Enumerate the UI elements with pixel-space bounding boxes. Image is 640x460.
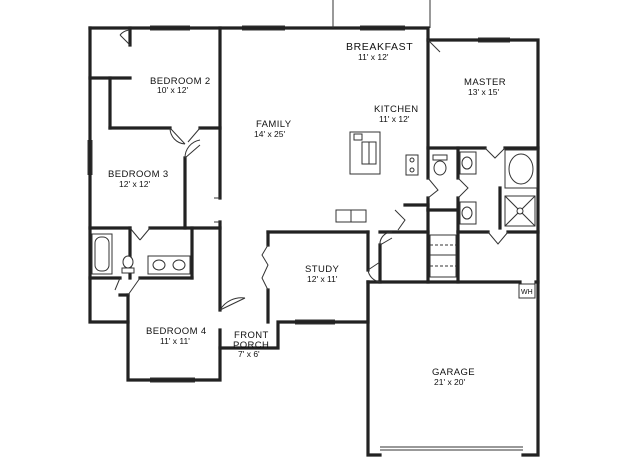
kitchen-name: KITCHEN xyxy=(374,104,419,115)
study-name: STUDY xyxy=(305,264,339,275)
stove xyxy=(405,154,419,176)
porch-dim: 7' x 6' xyxy=(238,349,260,359)
family-dim: 14' x 25' xyxy=(254,129,286,139)
master-shower xyxy=(504,195,536,227)
bathtub-hall xyxy=(91,233,113,275)
fridge xyxy=(335,209,367,223)
master-dim: 13' x 15' xyxy=(468,87,500,97)
master-bathtub xyxy=(504,149,538,189)
master-toilet xyxy=(432,154,448,176)
porch-name-2: PORCH xyxy=(233,340,269,351)
bedroom2-name: BEDROOM 2 xyxy=(150,76,211,87)
room-label-study: STUDY 12' x 11' xyxy=(305,264,339,284)
porch-name-1: FRONT xyxy=(234,330,269,341)
bedroom4-name: BEDROOM 4 xyxy=(146,326,207,337)
room-label-master: MASTER 13' x 15' xyxy=(464,77,506,97)
room-label-breakfast: BREAKFAST 11' x 12' xyxy=(346,41,413,62)
toilet-hall xyxy=(121,255,135,274)
top-vent-lines xyxy=(332,0,431,28)
pantry-shelves xyxy=(429,234,457,278)
room-label-kitchen: KITCHEN 11' x 12' xyxy=(374,104,419,124)
room-label-family: FAMILY 14' x 25' xyxy=(254,119,292,139)
bedroom3-name: BEDROOM 3 xyxy=(108,169,169,180)
bedroom3-dim: 12' x 12' xyxy=(119,179,151,189)
master-name: MASTER xyxy=(464,77,506,88)
room-label-bedroom4: BEDROOM 4 11' x 11' xyxy=(146,326,207,346)
breakfast-name: BREAKFAST xyxy=(346,41,413,53)
study-dim: 12' x 11' xyxy=(307,274,338,284)
kitchen-island xyxy=(349,131,381,175)
exterior-walls xyxy=(88,26,540,457)
room-label-bedroom2: BEDROOM 2 10' x 12' xyxy=(150,76,211,95)
breakfast-dim: 11' x 12' xyxy=(358,52,389,62)
interior-walls xyxy=(88,26,540,350)
bedroom4-dim: 11' x 11' xyxy=(160,336,190,346)
garage-dim: 21' x 20' xyxy=(434,377,466,387)
doors xyxy=(114,29,509,311)
master-sink-lower xyxy=(459,201,477,225)
room-label-front-porch: FRONT PORCH 7' x 6' xyxy=(233,330,269,359)
bedroom2-dim: 10' x 12' xyxy=(157,85,189,95)
water-heater: WH xyxy=(518,283,536,299)
room-label-bedroom3: BEDROOM 3 12' x 12' xyxy=(108,169,169,189)
windows xyxy=(87,25,510,383)
garage-name: GARAGE xyxy=(432,367,475,378)
double-vanity-hall xyxy=(147,255,191,275)
kitchen-dim: 11' x 12' xyxy=(379,114,410,124)
master-sink-upper xyxy=(459,151,477,175)
room-label-garage: GARAGE 21' x 20' xyxy=(432,367,475,387)
family-name: FAMILY xyxy=(256,119,292,130)
water-heater-label: WH xyxy=(521,289,533,296)
